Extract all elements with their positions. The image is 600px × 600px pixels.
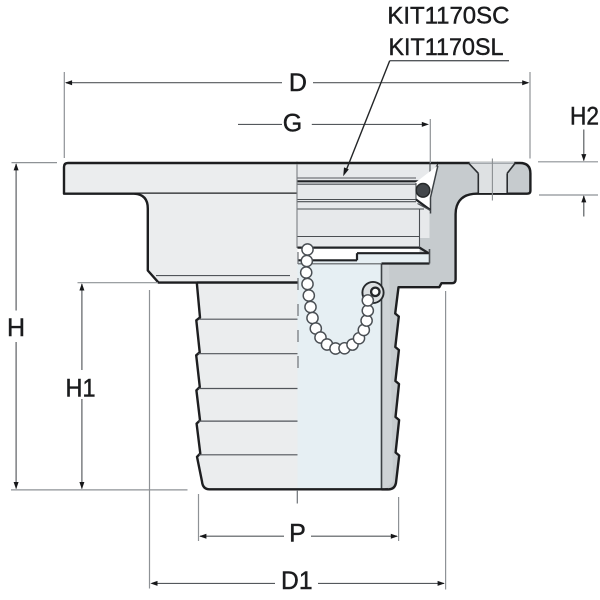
svg-text:G: G [283,109,302,137]
svg-text:KIT1170SC: KIT1170SC [387,3,509,30]
svg-text:D1: D1 [281,567,313,595]
svg-text:H1: H1 [66,375,96,403]
svg-text:D: D [289,69,307,97]
svg-text:P: P [289,520,306,548]
svg-text:KIT1170SL: KIT1170SL [389,34,504,61]
svg-text:H2: H2 [570,102,599,130]
svg-text:H: H [7,314,25,342]
